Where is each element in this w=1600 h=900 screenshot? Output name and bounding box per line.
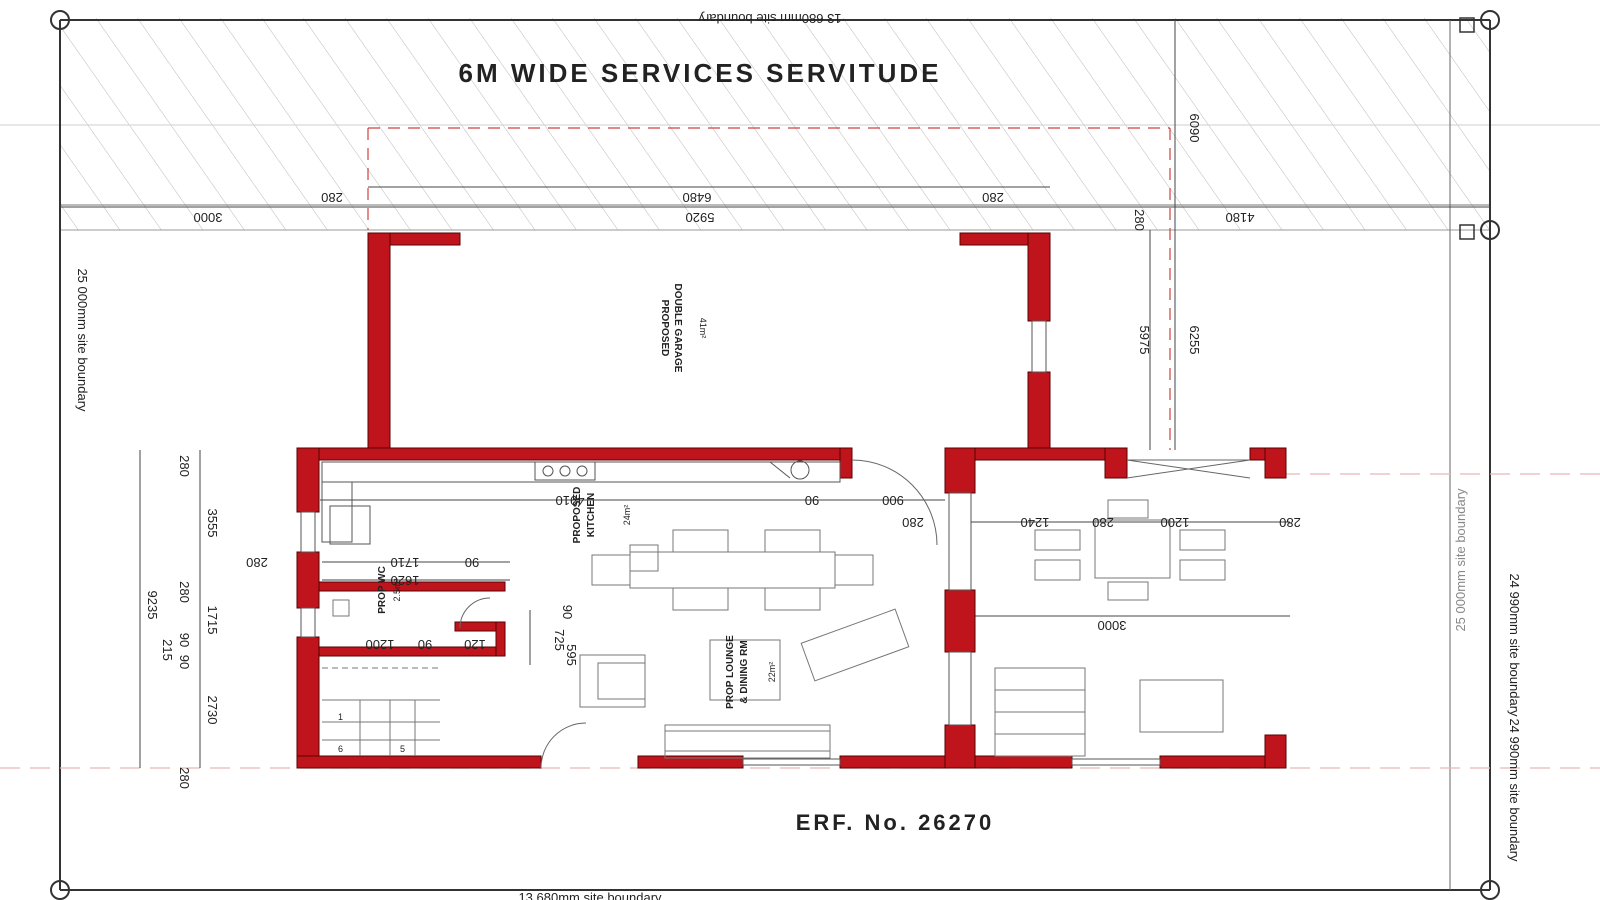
dim-595: 595 (564, 644, 579, 666)
dim-4180: 4180 (1226, 210, 1255, 225)
dim-280-e: 280 (1092, 515, 1114, 530)
dim-280-g: 280 (246, 555, 268, 570)
dim-280-left1: 280 (177, 455, 192, 477)
right-boundary-label-a: 25 000mm site boundary (1453, 488, 1468, 632)
kitchen-fittings (321, 460, 841, 545)
dim-280-left3: 280 (177, 767, 192, 789)
dim-90-c: 90 (177, 633, 192, 647)
top-boundary-label: 13 680mm site boundary (698, 11, 842, 26)
dim-1715: 1715 (205, 606, 220, 635)
lounge-label-1: PROP LOUNGE (725, 635, 736, 709)
window-openings (300, 320, 1161, 766)
dim-3000-top: 3000 (194, 210, 223, 225)
right-boundary-label-c: 24 990mm site boundary (1507, 718, 1522, 862)
kitchen-label-2: KITCHEN (586, 493, 597, 537)
stair-number-5: 5 (400, 744, 405, 754)
building-line (0, 127, 1600, 769)
bottom-boundary-label: 13 680mm site boundary (518, 890, 662, 900)
erf-number: ERF. No. 26270 (796, 810, 995, 835)
wc-label: PROP WC (377, 566, 388, 614)
kitchen-label-1: PROPOSED (572, 487, 583, 544)
door-swings (459, 459, 1251, 769)
servitude-title: 6M WIDE SERVICES SERVITUDE (458, 58, 941, 88)
dim-90-b: 90 (465, 555, 479, 570)
dim-3000-mid: 3000 (1098, 618, 1127, 633)
wc-area: 2.5m² (392, 578, 402, 601)
dim-5920: 5920 (686, 210, 715, 225)
dim-280-d: 280 (902, 515, 924, 530)
dim-1620: 1620 (391, 573, 420, 588)
left-boundary-label: 25 000mm site boundary (75, 268, 90, 412)
dimension-labels: 3000 280 6480 5920 280 4180 6090 280 597… (145, 114, 1301, 789)
dim-5975: 5975 (1137, 326, 1152, 355)
dim-9235: 9235 (145, 591, 160, 620)
dim-90-d: 90 (177, 655, 192, 669)
dim-2730: 2730 (205, 696, 220, 725)
dim-90-wc: 90 (418, 637, 432, 652)
dim-1200: 1200 (1161, 515, 1190, 530)
room-labels: PROPOSED DOUBLE GARAGE 41m² PROPOSED KIT… (377, 284, 777, 709)
servitude-strip (0, 18, 1600, 231)
dim-1200-wc: 1200 (366, 637, 395, 652)
lounge-area: 22m² (767, 662, 777, 683)
dimension-lines (60, 20, 1490, 768)
dim-900: 900 (882, 493, 904, 508)
garage-area: 41m² (698, 318, 708, 339)
dim-1710: 1710 (391, 555, 420, 570)
dim-280-c: 280 (1132, 209, 1147, 231)
dim-280-f: 280 (1279, 515, 1301, 530)
kitchen-area: 24m² (622, 505, 632, 526)
furniture (322, 499, 1226, 759)
dim-280-a: 280 (321, 190, 343, 205)
lounge-label-2: & DINING RM (739, 640, 750, 703)
dim-90-a: 90 (805, 493, 819, 508)
dim-4910: 4910 (556, 493, 585, 508)
stair-number-6: 6 (338, 744, 343, 754)
site-boundary (50, 10, 1500, 900)
dim-120: 120 (464, 637, 486, 652)
dim-6090: 6090 (1187, 114, 1202, 143)
dim-6255: 6255 (1187, 326, 1202, 355)
dim-6480: 6480 (683, 190, 712, 205)
dim-1240: 1240 (1021, 515, 1050, 530)
dim-280-left2: 280 (177, 581, 192, 603)
dim-90-e: 90 (560, 605, 575, 619)
right-boundary-label-b: 24 990mm site boundary (1507, 573, 1522, 717)
walls (296, 232, 1287, 769)
dim-3555: 3555 (205, 509, 220, 538)
stair-number-1: 1 (338, 712, 343, 722)
dim-280-b: 280 (982, 190, 1004, 205)
garage-label-1: PROPOSED (659, 300, 670, 357)
dim-725: 725 (552, 629, 567, 651)
garage-label-2: DOUBLE GARAGE (672, 284, 683, 373)
dim-215: 215 (160, 639, 175, 661)
